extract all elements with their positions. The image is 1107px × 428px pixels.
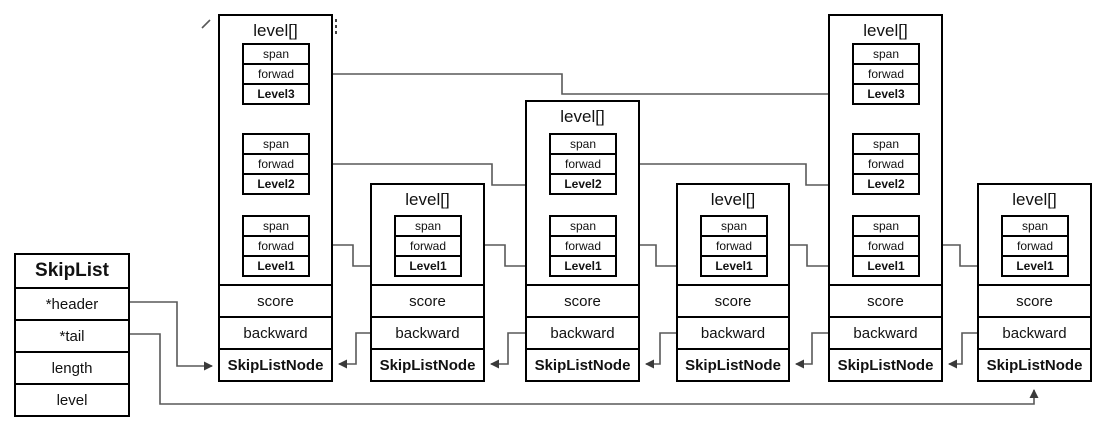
forward-label: forwad	[244, 63, 308, 83]
arrow-backward-n3-n2	[490, 332, 525, 369]
node-3-base-rows: score backward SkipListNode	[527, 284, 638, 380]
node-6-level-array-label: level[]	[1012, 190, 1057, 209]
forward-label: forwad	[551, 153, 615, 173]
score-row: score	[220, 284, 331, 316]
level-label: Level1	[396, 255, 460, 275]
level-label: Level1	[702, 255, 766, 275]
span-label: span	[262, 47, 290, 61]
arrow-header-to-n1	[130, 301, 213, 371]
backward-row: backward	[372, 316, 483, 348]
backward-row: backward	[220, 316, 331, 348]
level-label: Level2	[244, 173, 308, 193]
arrow-backward-n4-n3	[645, 332, 676, 369]
node-3-level2-entry: span forwad Level2	[549, 133, 617, 195]
node-5-level1-entry: span forwad Level1	[852, 215, 920, 277]
node-5-base-rows: score backward SkipListNode	[830, 284, 941, 380]
node-5-level3-entry: span forwad Level3	[852, 43, 920, 105]
score-row: score	[830, 284, 941, 316]
skiplist-field-tail: *tail	[16, 319, 128, 351]
node-1-level2-entry: span forwad Level2	[242, 133, 310, 195]
node-5: level[] span forwad Level3 span forwad L…	[828, 14, 943, 382]
node-2-level-array-label: level[]	[405, 190, 450, 209]
span-label: span	[872, 47, 900, 61]
level-label: Level2	[854, 173, 918, 193]
forward-label: forwad	[551, 235, 615, 255]
span-label: span	[414, 219, 442, 233]
span-label: span	[872, 219, 900, 233]
node-type-row: SkipListNode	[220, 348, 331, 380]
level-label: Level1	[551, 255, 615, 275]
node-3: level[] span forwad Level2 span forwad L…	[525, 100, 640, 382]
node-1-level3-entry: span forwad Level3	[242, 43, 310, 105]
node-2-base-rows: score backward SkipListNode	[372, 284, 483, 380]
node-5-level2-entry: span forwad Level2	[852, 133, 920, 195]
backward-row: backward	[678, 316, 788, 348]
span-label: span	[1021, 219, 1049, 233]
forward-label: forwad	[1003, 235, 1067, 255]
node-type-row: SkipListNode	[527, 348, 638, 380]
level-label: Level3	[854, 83, 918, 103]
forward-label: forwad	[244, 153, 308, 173]
node-4: level[] span forwad Level1 score backwar…	[676, 183, 790, 382]
span-label: span	[569, 137, 597, 151]
node-1-level1-entry: span forwad Level1	[242, 215, 310, 277]
node-1: level[] span forwad Level3 span forwad L…	[218, 14, 333, 382]
span-label: span	[569, 219, 597, 233]
skiplist-field-length: length	[16, 351, 128, 383]
level-label: Level1	[1003, 255, 1067, 275]
skiplist-field-header: *header	[16, 287, 128, 319]
score-row: score	[372, 284, 483, 316]
forward-label: forwad	[244, 235, 308, 255]
level-label: Level1	[854, 255, 918, 275]
node-6-base-rows: score backward SkipListNode	[979, 284, 1090, 380]
node-3-level1-entry: span forwad Level1	[549, 215, 617, 277]
node-type-row: SkipListNode	[678, 348, 788, 380]
score-row: score	[527, 284, 638, 316]
forward-label: forwad	[702, 235, 766, 255]
arrow-forward-level3-n1-n5	[311, 73, 845, 99]
skiplist-struct: SkipList *header *tail length level	[14, 253, 130, 417]
backward-row: backward	[979, 316, 1090, 348]
node1-edge-dots	[335, 19, 337, 34]
node-6: level[] span forwad Level1 score backwar…	[977, 183, 1092, 382]
level-label: Level1	[244, 255, 308, 275]
span-label: span	[872, 137, 900, 151]
skiplist-field-level: level	[16, 383, 128, 415]
arrow-forward-level2-n3-n5	[617, 163, 847, 190]
node-4-base-rows: score backward SkipListNode	[678, 284, 788, 380]
node-1-level-array-label: level[]	[253, 21, 298, 40]
score-row: score	[979, 284, 1090, 316]
forward-label: forwad	[854, 153, 918, 173]
node-type-row: SkipListNode	[979, 348, 1090, 380]
span-label: span	[720, 219, 748, 233]
skiplist-title: SkipList	[35, 260, 109, 281]
score-row: score	[678, 284, 788, 316]
arrow-forward-level2-n1-n3	[311, 163, 544, 190]
backward-row: backward	[527, 316, 638, 348]
arrow-backward-n6-n5	[948, 332, 977, 369]
level-label: Level3	[244, 83, 308, 103]
node1-corner-tick	[201, 19, 211, 29]
span-label: span	[262, 219, 290, 233]
node-type-row: SkipListNode	[830, 348, 941, 380]
node-6-level1-entry: span forwad Level1	[1001, 215, 1069, 277]
node-2: level[] span forwad Level1 score backwar…	[370, 183, 485, 382]
backward-row: backward	[830, 316, 941, 348]
node-4-level-array-label: level[]	[710, 190, 756, 209]
arrow-backward-n2-n1	[338, 332, 370, 369]
node-3-level-array-label: level[]	[560, 107, 605, 126]
forward-label: forwad	[854, 63, 918, 83]
node-4-level1-entry: span forwad Level1	[700, 215, 768, 277]
arrow-backward-n5-n4	[795, 332, 828, 369]
span-label: span	[262, 137, 290, 151]
forward-label: forwad	[396, 235, 460, 255]
level-label: Level2	[551, 173, 615, 193]
node-2-level1-entry: span forwad Level1	[394, 215, 462, 277]
node-type-row: SkipListNode	[372, 348, 483, 380]
node-1-base-rows: score backward SkipListNode	[220, 284, 331, 380]
node-5-level-array-label: level[]	[863, 21, 908, 40]
forward-label: forwad	[854, 235, 918, 255]
